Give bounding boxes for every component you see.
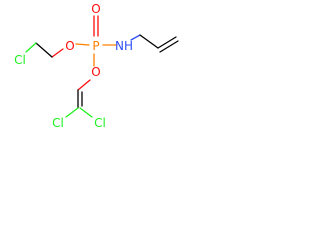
bond-ch-ch2-double — [157, 36, 179, 53]
bond-vinyl-double — [77, 89, 83, 109]
atom-o-left: O — [65, 39, 74, 53]
atom-cl-vinyl-right: Cl — [94, 116, 106, 130]
bond-ch2-cl — [25, 42, 37, 53]
structure-diagram: O P O NH O Cl Cl Cl — [14, 2, 179, 130]
atom-o-lower: O — [91, 65, 100, 79]
bond-nh-ch2 — [130, 34, 141, 41]
atom-cl-vinyl-left: Cl — [52, 116, 64, 130]
bond-c-cl-right — [79, 107, 93, 118]
atom-cl-chloroethyl: Cl — [14, 53, 26, 67]
bond-ch2-ch2 — [35, 42, 53, 58]
bond-o-ch-vinyl — [77, 79, 91, 91]
bond-ch2-ch — [139, 34, 159, 49]
bond-p-o-double — [93, 15, 99, 37]
atom-p: P — [92, 39, 99, 53]
bond-c-cl-left — [65, 107, 79, 118]
atom-nh: NH — [115, 39, 133, 53]
atom-o-double: O — [91, 2, 100, 16]
bond-o-ch2 — [51, 48, 64, 58]
bond-p-o-left — [75, 43, 90, 46]
